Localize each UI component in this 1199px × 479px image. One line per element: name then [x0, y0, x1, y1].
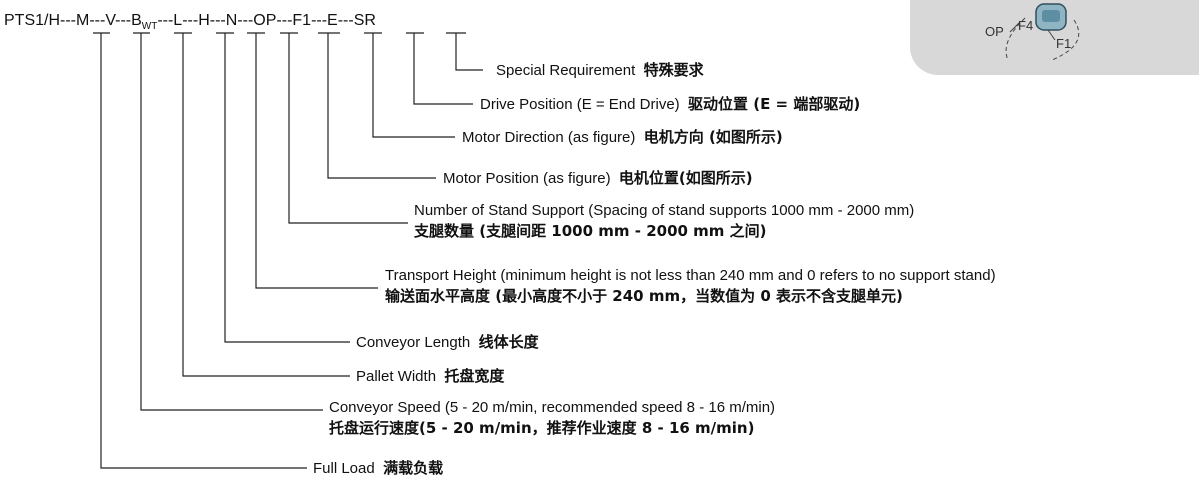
- legend-pallet-width: Pallet Width 托盘宽度: [356, 367, 505, 385]
- code-b-sub: WT: [141, 21, 158, 33]
- legend-full-load: Full Load 满载负载: [313, 459, 444, 477]
- legend-conveyor-speed: Conveyor Speed (5 - 20 m/min, recommende…: [329, 399, 776, 437]
- code-h: H: [198, 12, 210, 29]
- legend-motor-direction: Motor Direction (as figure) 电机方向 (如图所示): [462, 128, 783, 146]
- code-f1: F1: [292, 12, 312, 29]
- inset-f1-label: F1: [1056, 36, 1072, 51]
- inset-f4-label: F4: [1018, 18, 1034, 33]
- code-v: V: [105, 12, 116, 29]
- motor-icon: [1035, 3, 1067, 31]
- code-m: M: [76, 12, 90, 29]
- code-l: L: [173, 12, 183, 29]
- code-e: E: [327, 12, 338, 29]
- model-code: PTS1/H---M---V---BWT---L---H---N---OP---…: [4, 12, 376, 33]
- legend-transport-height: Transport Height (minimum height is not …: [385, 267, 996, 305]
- legend-conveyor-length: Conveyor Length 线体长度: [356, 333, 539, 351]
- legend-stand-support: Number of Stand Support (Spacing of stan…: [414, 202, 915, 240]
- legend-motor-position: Motor Position (as figure) 电机位置(如图所示): [443, 169, 753, 187]
- code-prefix: PTS1/H: [4, 12, 61, 29]
- code-b: B: [131, 12, 142, 29]
- code-n: N: [225, 12, 238, 29]
- code-op: OP: [253, 12, 277, 29]
- code-sr: SR: [353, 12, 376, 29]
- inset-op-label: OP: [985, 24, 1004, 39]
- legend-special-requirement: Special Requirement 特殊要求: [496, 61, 704, 79]
- legend-drive-position: Drive Position (E = End Drive) 驱动位置 (E =…: [480, 95, 861, 113]
